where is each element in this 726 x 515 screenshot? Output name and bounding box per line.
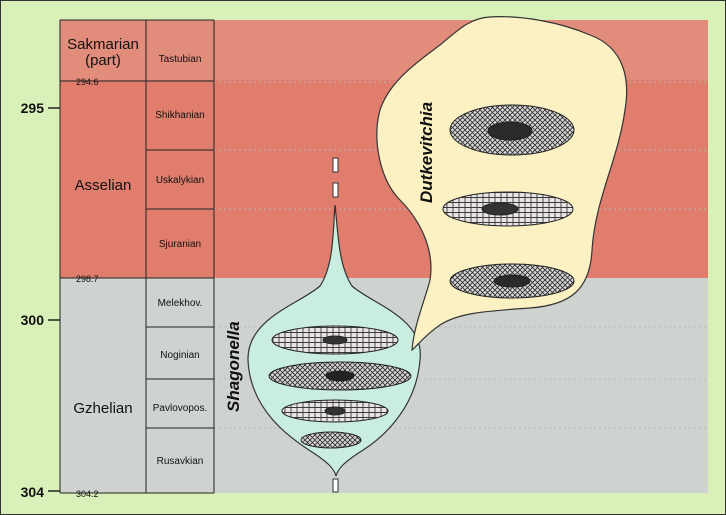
substage-noginian: Noginian — [160, 350, 199, 361]
shagonella-range-dashes — [332, 157, 339, 493]
fossil-specimen — [481, 202, 519, 216]
dutkevitchia-range — [376, 16, 628, 352]
fossil-specimen — [487, 121, 533, 141]
shagonella-specimens — [268, 325, 412, 449]
age-label-304: 304 — [21, 484, 45, 500]
substage-uskalykian: Uskalykian — [156, 175, 204, 186]
stage-asselian: Asselian — [75, 177, 132, 194]
fossil-specimen — [322, 335, 348, 345]
age-label-295: 295 — [21, 100, 45, 116]
substage-rusavkian: Rusavkian — [157, 456, 204, 467]
fossil-specimen — [325, 370, 355, 382]
substage-melekhov: Melekhov. — [158, 298, 203, 309]
genus-label-dutkevitchia: Dutkevitchia — [417, 102, 436, 203]
substage-tastubian: Tastubian — [159, 54, 202, 65]
boundary-age-294-6: 294.6 — [76, 77, 99, 87]
stage-sakmarian: Sakmarian — [67, 36, 139, 53]
stage-gzhelian: Gzhelian — [73, 400, 132, 417]
age-ticks — [48, 107, 60, 492]
genus-label-shagonella: Shagonella — [224, 321, 243, 412]
dutkevitchia-specimens — [442, 104, 575, 299]
boundary-age-304-2: 304.2 — [76, 489, 99, 499]
fossil-specimen — [300, 431, 362, 449]
column-borders — [59, 19, 215, 494]
substage-sjuranian: Sjuranian — [159, 239, 201, 250]
stage-sakmarian-part: (part) — [85, 52, 121, 69]
substage-pavlovopos: Pavlovopos. — [153, 403, 207, 414]
age-label-300: 300 — [21, 312, 45, 328]
substage-shikhanian: Shikhanian — [155, 110, 204, 121]
fossil-specimen — [324, 406, 346, 416]
boundary-age-298-7: 298.7 — [76, 274, 99, 284]
fossil-specimen — [493, 274, 531, 288]
